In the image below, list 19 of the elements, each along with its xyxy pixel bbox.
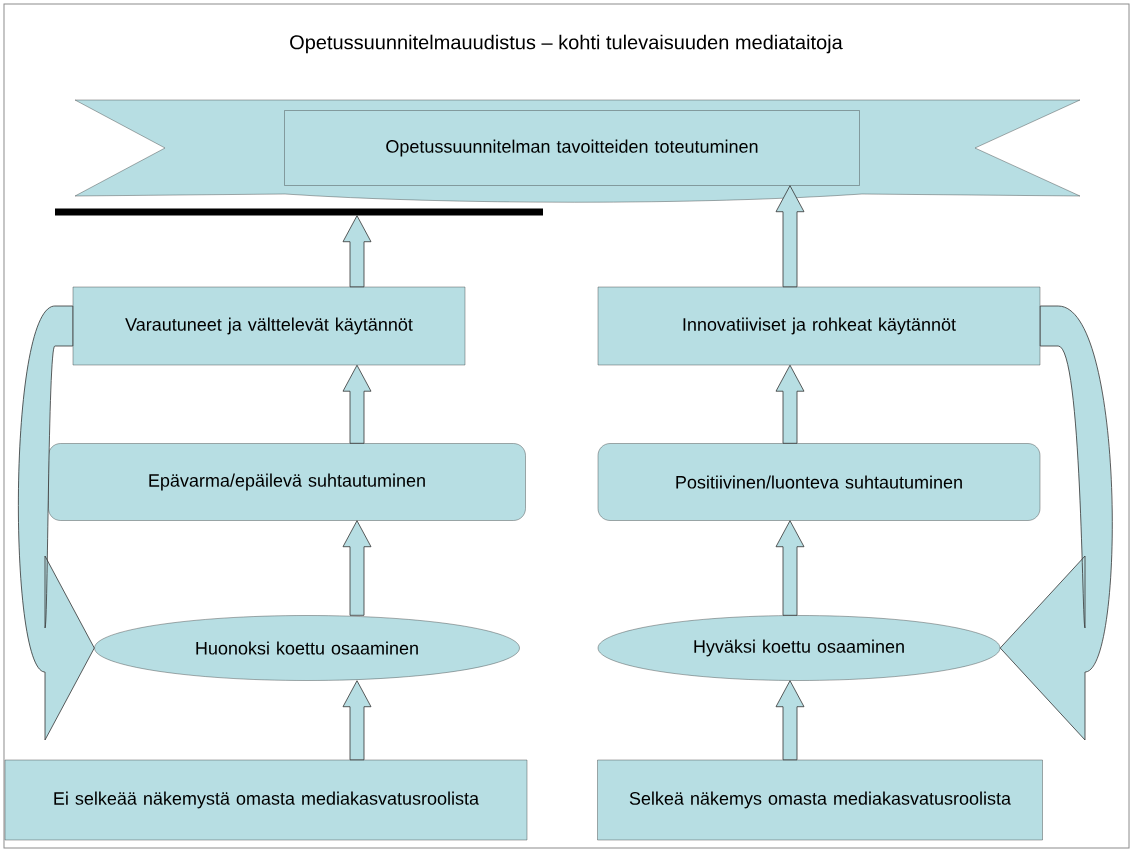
block-arrow (775, 680, 805, 761)
attitude-box: Positiivinen/luonteva suhtautuminen (597, 443, 1041, 521)
block-arrow (342, 364, 372, 444)
curved-arrow (999, 305, 1113, 741)
title: Opetussuunnitelmauudistus – kohti tulevaisuuden mediataitoja (290, 34, 843, 54)
attitude-box: Epävarma/epäilevä suhtautuminen (48, 443, 526, 521)
role-box: Ei selkeää näkemystä omasta mediakasvatusroolista (4, 759, 528, 841)
block-arrow (775, 520, 805, 616)
block-arrow (342, 520, 372, 616)
barrier-bar (55, 208, 543, 216)
role-box: Selkeä näkemys omasta mediakasvatusroolista (597, 759, 1043, 841)
curved-arrow (18, 305, 95, 741)
block-arrow (342, 680, 372, 761)
practice-box: Innovatiiviset ja rohkeat käytännöt (597, 286, 1041, 366)
goal-box: Opetussuunnitelman tavoitteiden toteutuminen (284, 110, 860, 186)
block-arrow (775, 364, 805, 444)
practice-box: Varautuneet ja välttelevät käytännöt (72, 286, 466, 366)
block-arrow (342, 215, 372, 288)
block-arrow (775, 185, 805, 288)
